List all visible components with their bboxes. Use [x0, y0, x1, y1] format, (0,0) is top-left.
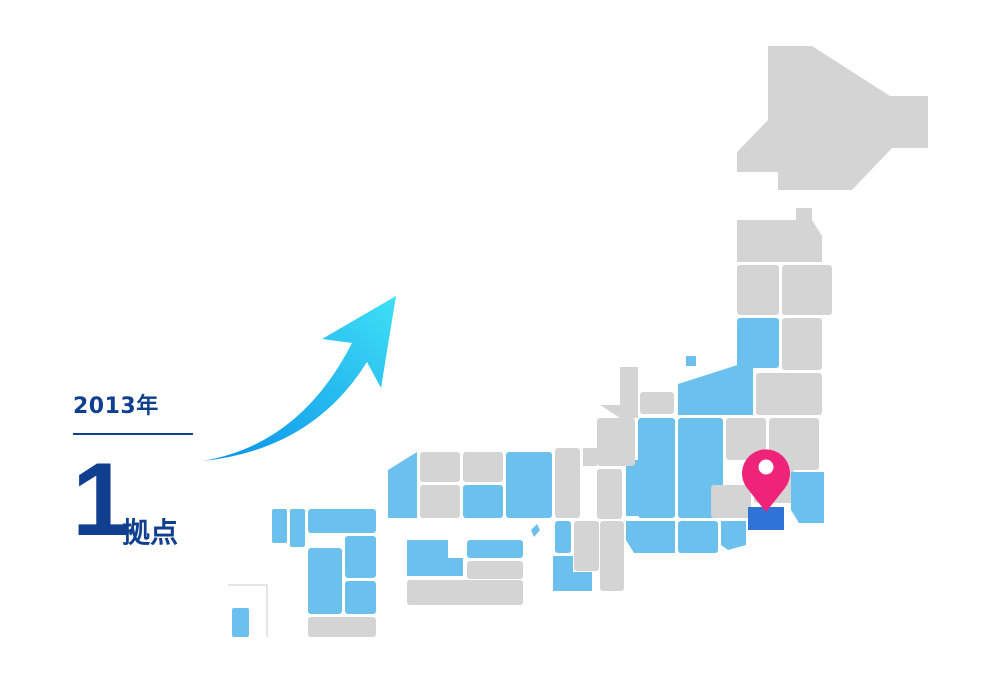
region-tohoku-active: [737, 318, 779, 368]
tokyo-region: [748, 507, 784, 530]
divider-line: [73, 433, 193, 435]
region-hokkaido: [737, 46, 928, 190]
region-kinki-active: [531, 521, 592, 591]
location-count-number: 1: [72, 442, 130, 558]
region-chugoku: [388, 452, 552, 518]
region-kinki: [555, 367, 674, 591]
region-tohoku: [737, 208, 832, 415]
location-pin-icon: [742, 449, 790, 512]
region-kyushu: [272, 509, 376, 637]
growth-arrow-icon: [202, 296, 396, 461]
year-label: 2013年: [73, 394, 159, 419]
region-shikoku: [407, 540, 523, 605]
location-count-unit: 拠点: [122, 516, 179, 549]
okinawa-inset: [228, 584, 268, 637]
